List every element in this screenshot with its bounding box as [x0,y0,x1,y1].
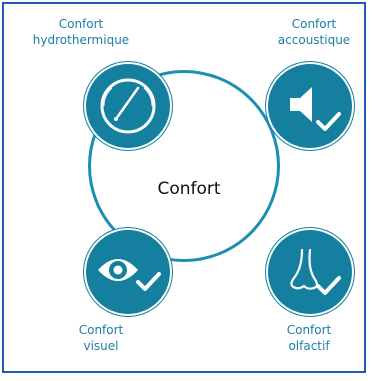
center-label: Confort [157,179,221,199]
accoustique-node [266,62,354,150]
connecting-ring [88,70,280,262]
hydrothermique-label: Confort hydrothermique [14,16,148,48]
diagram-frame: Confort Confort [2,2,366,373]
accoustique-label-line1: Confort [291,17,337,31]
olfactif-label-line2: olfactif [288,339,330,353]
visuel-node [84,228,172,316]
visuel-label-line1: Confort [78,323,124,337]
speaker-check-icon [290,87,341,131]
accoustique-label-line2: accoustique [277,33,351,47]
hydrothermique-label-line2: hydrothermique [32,33,130,47]
olfactif-label-line1: Confort [286,323,332,337]
olfactif-label: Confort olfactif [264,322,354,354]
hydrothermique-node [84,62,172,150]
visuel-label-line2: visuel [83,339,119,353]
accoustique-label: Confort accoustique [266,16,362,48]
nose-check-icon [290,248,341,295]
gauge-icon [100,78,156,134]
visuel-label: Confort visuel [66,322,136,354]
hydrothermique-label-line1: Confort [58,17,104,31]
eye-check-icon [98,259,161,291]
olfactif-node [266,228,354,316]
